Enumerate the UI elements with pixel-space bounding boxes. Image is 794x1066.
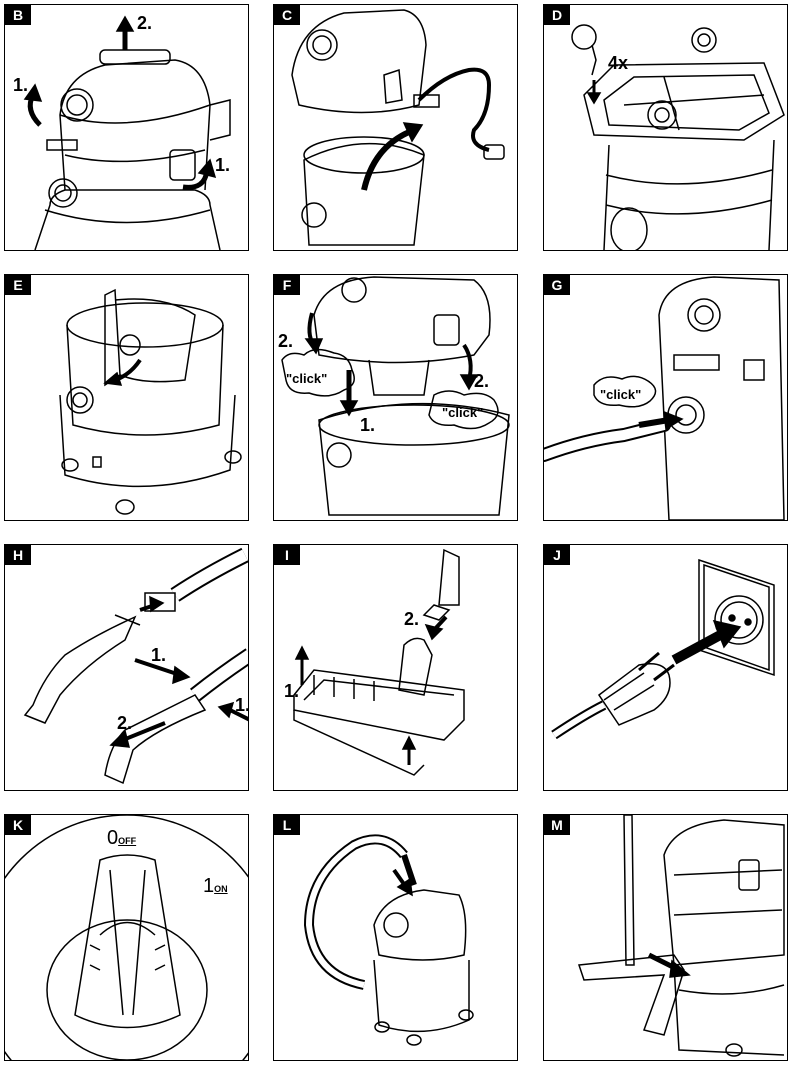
switch-off-number: 0: [107, 827, 119, 849]
switch-off-text: OFF: [118, 836, 137, 846]
panel-j: J: [543, 544, 788, 791]
click-callout: "click": [286, 371, 328, 386]
panel-k: K 0OFF 1ON: [4, 814, 249, 1061]
switch-on-marker: 1ON: [203, 875, 228, 898]
step-label: 1.: [151, 645, 167, 665]
step-label: 2.: [474, 371, 490, 391]
panel-label: I: [274, 545, 300, 565]
panel-label: J: [544, 545, 570, 565]
illustration-attach-head: [281, 276, 510, 516]
step-label: 1.: [13, 75, 29, 95]
panel-label: H: [5, 545, 31, 565]
panel-c: C: [273, 4, 518, 251]
panel-label: K: [5, 815, 31, 835]
panel-label: L: [274, 815, 300, 835]
click-callout: "click": [600, 387, 642, 402]
step-label: 2.: [404, 609, 420, 629]
illustration-operation: [303, 834, 474, 1046]
click-callout: "click": [442, 405, 484, 420]
illustration-remove-hose: [291, 9, 505, 246]
step-label: 1.: [360, 415, 376, 435]
illustration-plug-in: [551, 558, 775, 740]
panel-f: F 2. 1. 2. "click" "click": [273, 274, 518, 521]
panel-i: I 2. 1.: [273, 544, 518, 791]
panel-label: F: [274, 275, 300, 295]
step-label: 1.: [235, 695, 249, 715]
illustration-power-switch: [5, 815, 248, 1060]
illustration-filter-screws: [571, 24, 785, 250]
panel-d: D 4x: [543, 4, 788, 251]
illustration-parking-position: [577, 815, 785, 1057]
panel-label: B: [5, 5, 31, 25]
illustration-insert-filter-bag: [59, 288, 242, 515]
panel-l: L: [273, 814, 518, 1061]
step-label: 2.: [117, 713, 133, 733]
illustration-floor-nozzle: [293, 548, 465, 776]
step-label: 1.: [284, 681, 300, 701]
step-label: 2.: [278, 331, 294, 351]
step-label: 4x: [608, 53, 629, 73]
panel-label: M: [544, 815, 570, 835]
illustration-connect-hose: [544, 276, 785, 520]
panel-b: B 1. 2. 1.: [4, 4, 249, 251]
step-label: 1.: [215, 155, 231, 175]
panel-label: G: [544, 275, 570, 295]
switch-on-number: 1: [203, 875, 215, 897]
panel-label: C: [274, 5, 300, 25]
switch-on-text: ON: [214, 884, 228, 894]
switch-off-marker: 0OFF: [107, 827, 136, 850]
panel-label: E: [5, 275, 31, 295]
panel-g: G "click": [543, 274, 788, 521]
panel-label: D: [544, 5, 570, 25]
illustration-unlock-lid: [23, 15, 231, 250]
panel-h: H 1. 1. 2.: [4, 544, 249, 791]
illustration-assemble-elbow: [23, 547, 248, 785]
panel-e: E: [4, 274, 249, 521]
step-label: 2.: [137, 13, 153, 33]
panel-m: M: [543, 814, 788, 1061]
